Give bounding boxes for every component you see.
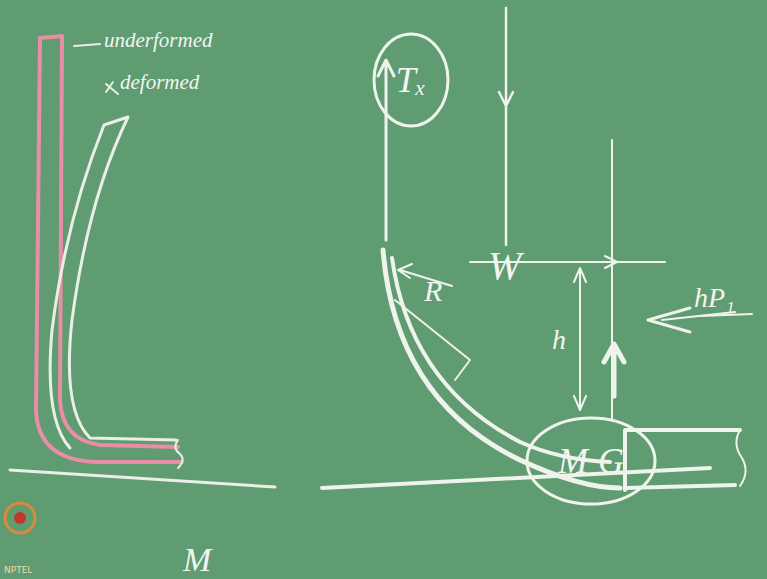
leader-line (74, 44, 100, 46)
symbol-text: Tₓ (396, 62, 426, 98)
leader-line (106, 82, 118, 94)
chalk-label: R (424, 276, 442, 306)
deformed-shape (50, 117, 176, 448)
dimension-line (574, 268, 586, 410)
chalk-label: h (552, 326, 566, 354)
symbol-text: G (598, 443, 624, 479)
chalk-label: M (183, 543, 211, 577)
logo-ring (5, 503, 35, 533)
break-mark (736, 430, 745, 486)
underline (700, 314, 752, 316)
reaction-arrow (604, 344, 624, 396)
undeformed-shape (36, 36, 182, 462)
chalk-label: NPTEL (4, 566, 32, 575)
chalk-circle (525, 416, 657, 506)
symbol-text: M (558, 443, 588, 479)
circled-term: MG (525, 416, 657, 506)
chalk-label: hP₁ (694, 284, 735, 312)
radius-arrow (395, 264, 470, 380)
weight-line (499, 8, 513, 245)
logo-dot (14, 512, 26, 524)
ground-line (10, 470, 275, 487)
circled-term: Tₓ (372, 32, 450, 128)
chalk-label: underformed (104, 30, 213, 51)
chalk-label: W (488, 246, 521, 286)
force-arrow (378, 60, 394, 240)
base-block (625, 430, 740, 490)
break-mark (175, 440, 182, 468)
chalk-label: deformed (120, 72, 199, 93)
blade-inner (392, 258, 610, 462)
